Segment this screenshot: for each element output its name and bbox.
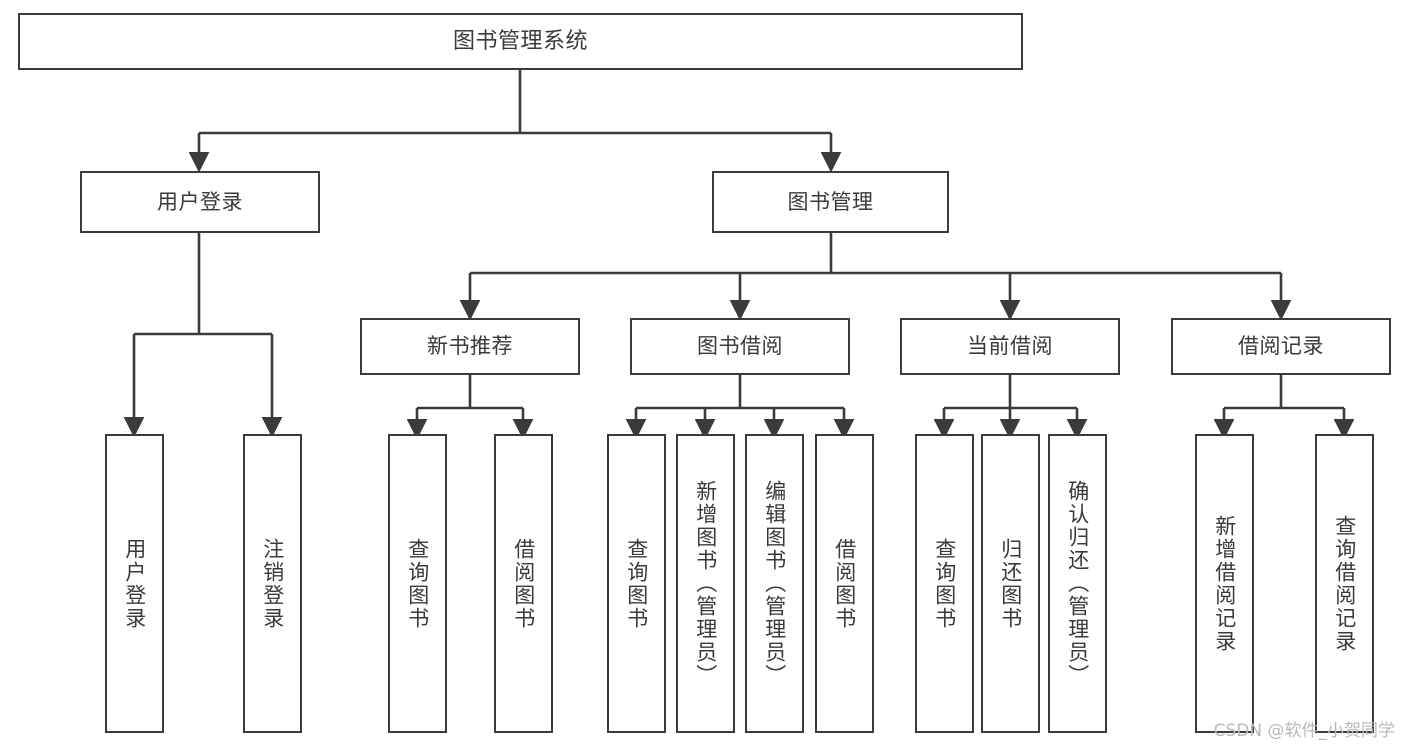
- node-leaf-query-record[interactable]: 查询借阅记录: [1315, 434, 1374, 733]
- node-borrow-record-label: 借阅记录: [1238, 334, 1324, 359]
- node-current-borrow[interactable]: 当前借阅: [900, 318, 1120, 375]
- node-borrow-record[interactable]: 借阅记录: [1171, 318, 1391, 375]
- node-new-book-recommend-label: 新书推荐: [427, 334, 513, 359]
- node-leaf-borrow-book-1-label: 借阅图书: [511, 537, 536, 630]
- node-leaf-user-login-label: 用户登录: [122, 537, 147, 630]
- node-book-management[interactable]: 图书管理: [712, 171, 949, 233]
- node-leaf-confirm-return-label: 确认归还（管理员）: [1065, 480, 1090, 687]
- csdn-watermark: CSDN @软件_小贺同学: [1213, 721, 1395, 741]
- node-leaf-edit-book[interactable]: 编辑图书（管理员）: [745, 434, 804, 733]
- node-leaf-query-book-1[interactable]: 查询图书: [388, 434, 447, 733]
- node-leaf-query-book-3[interactable]: 查询图书: [915, 434, 974, 733]
- node-user-login[interactable]: 用户登录: [80, 171, 320, 233]
- node-leaf-edit-book-label: 编辑图书（管理员）: [762, 480, 787, 687]
- node-leaf-query-book-2-label: 查询图书: [624, 537, 649, 630]
- node-leaf-query-book-3-label: 查询图书: [932, 537, 957, 630]
- node-leaf-return-book[interactable]: 归还图书: [981, 434, 1040, 733]
- node-leaf-borrow-book-1[interactable]: 借阅图书: [494, 434, 553, 733]
- node-new-book-recommend[interactable]: 新书推荐: [360, 318, 580, 375]
- node-leaf-borrow-book-2-label: 借阅图书: [832, 537, 857, 630]
- node-leaf-logout-login-label: 注销登录: [260, 537, 285, 630]
- node-leaf-query-record-label: 查询借阅记录: [1332, 514, 1357, 653]
- node-leaf-borrow-book-2[interactable]: 借阅图书: [815, 434, 874, 733]
- node-leaf-query-book-1-label: 查询图书: [405, 537, 430, 630]
- node-leaf-logout-login[interactable]: 注销登录: [243, 434, 302, 733]
- node-leaf-add-book[interactable]: 新增图书（管理员）: [676, 434, 735, 733]
- node-leaf-add-book-label: 新增图书（管理员）: [693, 480, 718, 687]
- node-leaf-return-book-label: 归还图书: [998, 537, 1023, 630]
- node-book-borrow-label: 图书借阅: [697, 334, 783, 359]
- node-root-label: 图书管理系统: [452, 28, 588, 54]
- node-book-borrow[interactable]: 图书借阅: [630, 318, 850, 375]
- node-root[interactable]: 图书管理系统: [18, 13, 1023, 70]
- node-leaf-user-login[interactable]: 用户登录: [105, 434, 164, 733]
- node-leaf-query-book-2[interactable]: 查询图书: [607, 434, 666, 733]
- node-leaf-add-record-label: 新增借阅记录: [1212, 514, 1237, 653]
- node-leaf-confirm-return[interactable]: 确认归还（管理员）: [1048, 434, 1107, 733]
- node-user-login-label: 用户登录: [157, 189, 243, 214]
- node-book-management-label: 图书管理: [787, 189, 874, 214]
- node-current-borrow-label: 当前借阅: [967, 334, 1053, 359]
- node-leaf-add-record[interactable]: 新增借阅记录: [1195, 434, 1254, 733]
